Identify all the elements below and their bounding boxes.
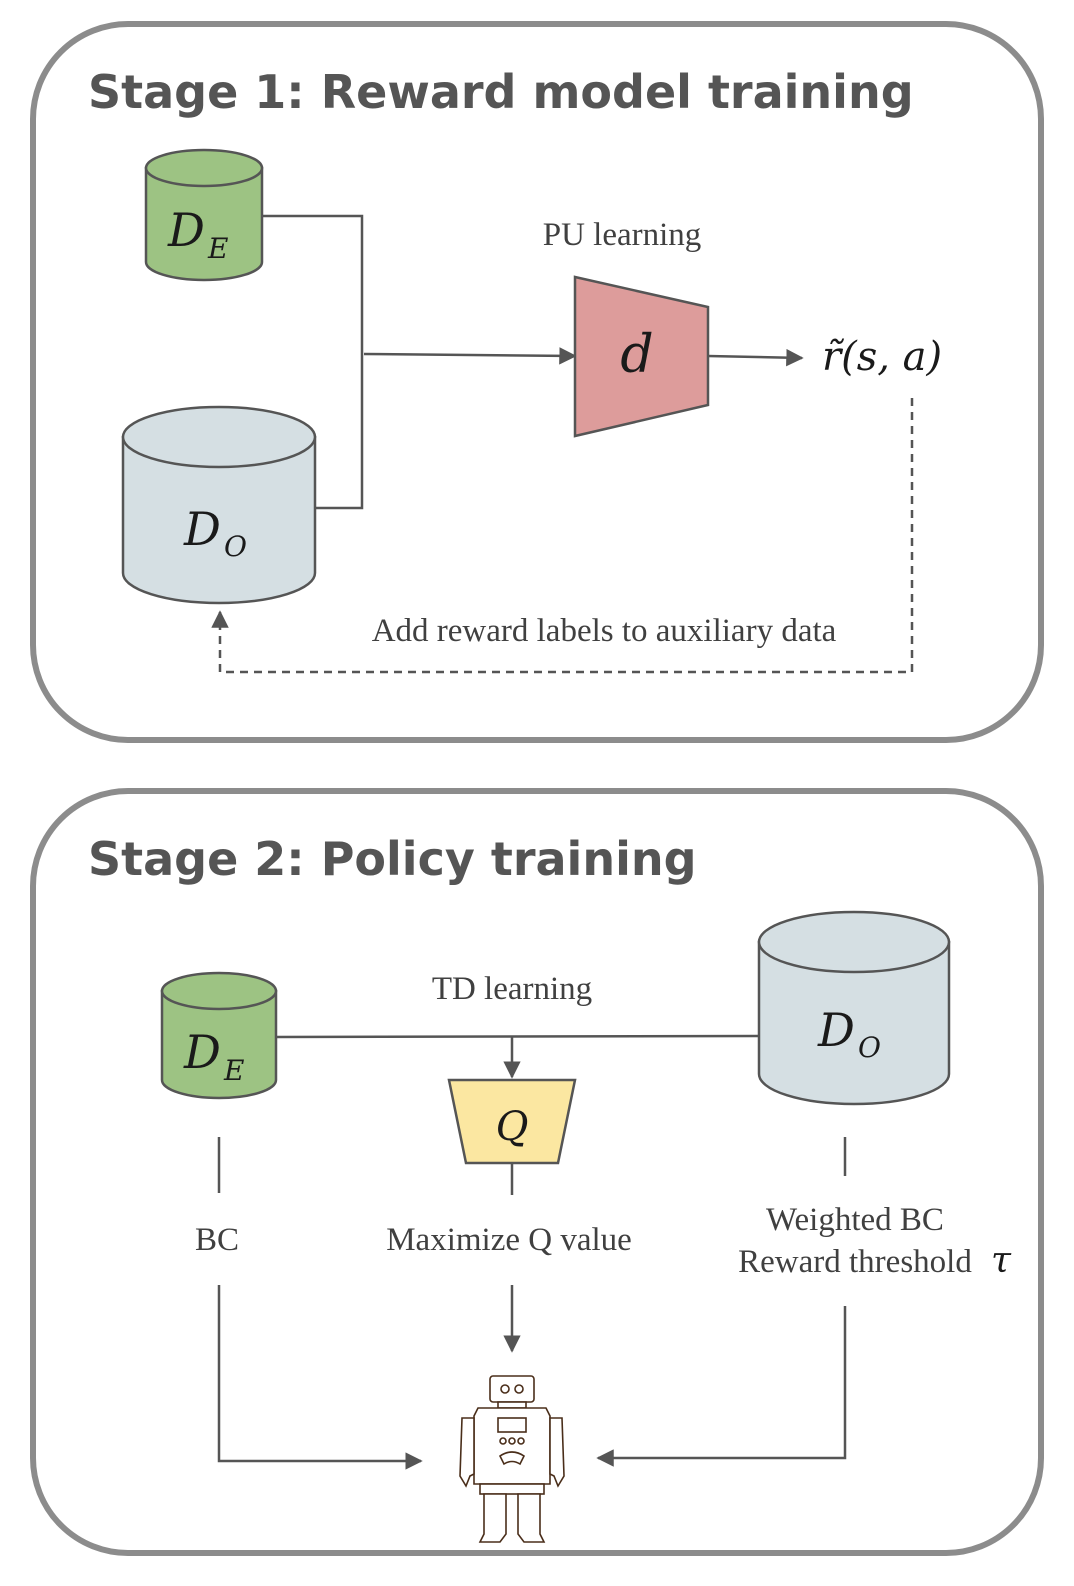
stage1-feedback-label: Add reward labels to auxiliary data — [372, 613, 837, 649]
stage1-arrow-to-discriminator — [363, 347, 577, 365]
stage2-td-connector — [275, 1034, 760, 1039]
stage2-other-dataset: D O — [757, 910, 951, 1106]
stage1-discriminator-symbol: d — [620, 325, 653, 385]
stage2-threshold-label: Reward threshold — [738, 1244, 972, 1280]
stage1-other-dataset-symbol: D — [183, 502, 221, 556]
stage1-panel: Stage 1: Reward model training D E D O P… — [30, 21, 1044, 743]
stage1-expert-dataset-symbol: D — [167, 203, 205, 257]
stage2-other-dataset-subscript: O — [858, 1031, 881, 1064]
stage2-title: Stage 2: Policy training — [88, 832, 697, 886]
stage1-pu-label: PU learning — [543, 217, 702, 253]
stage1-reward-symbol: r̃(s, a) — [822, 334, 942, 380]
stage2-bc-label: BC — [195, 1222, 239, 1258]
stage2-panel: Stage 2: Policy training D E D O TD lear… — [30, 788, 1044, 1556]
stage2-other-dataset-symbol: D — [817, 1003, 855, 1057]
stage2-expert-dataset: D E — [160, 971, 278, 1100]
stage1-merge-connector — [262, 214, 364, 510]
stage1-title: Stage 1: Reward model training — [88, 65, 914, 119]
robot-icon — [459, 1375, 565, 1543]
stage2-weighted-arrow — [596, 1306, 847, 1467]
stage1-expert-dataset: D E — [144, 148, 264, 282]
stage2-td-label: TD learning — [432, 971, 592, 1007]
stage2-expert-dataset-symbol: D — [183, 1025, 221, 1079]
stage1-other-dataset-subscript: O — [224, 530, 247, 563]
stage2-weighted-label: Weighted BC — [766, 1202, 944, 1238]
stage1-arrow-to-reward — [707, 348, 804, 367]
stage2-expert-dataset-subscript: E — [223, 1054, 244, 1087]
stage1-discriminator: d — [573, 275, 710, 438]
stage1-feedback-connector — [211, 398, 914, 674]
stage2-maxq-label: Maximize Q value — [386, 1222, 632, 1258]
stage2-frame — [30, 788, 1044, 1556]
stage1-other-dataset: D O — [121, 405, 317, 605]
stage1-frame — [30, 21, 1044, 743]
stage1-expert-dataset-subscript: E — [207, 232, 228, 265]
stage2-bc-arrow — [217, 1285, 423, 1470]
stage2-q-function: Q — [447, 1078, 577, 1165]
stage2-q-symbol: Q — [496, 1104, 529, 1150]
stage2-tau-symbol: τ — [991, 1240, 1012, 1281]
